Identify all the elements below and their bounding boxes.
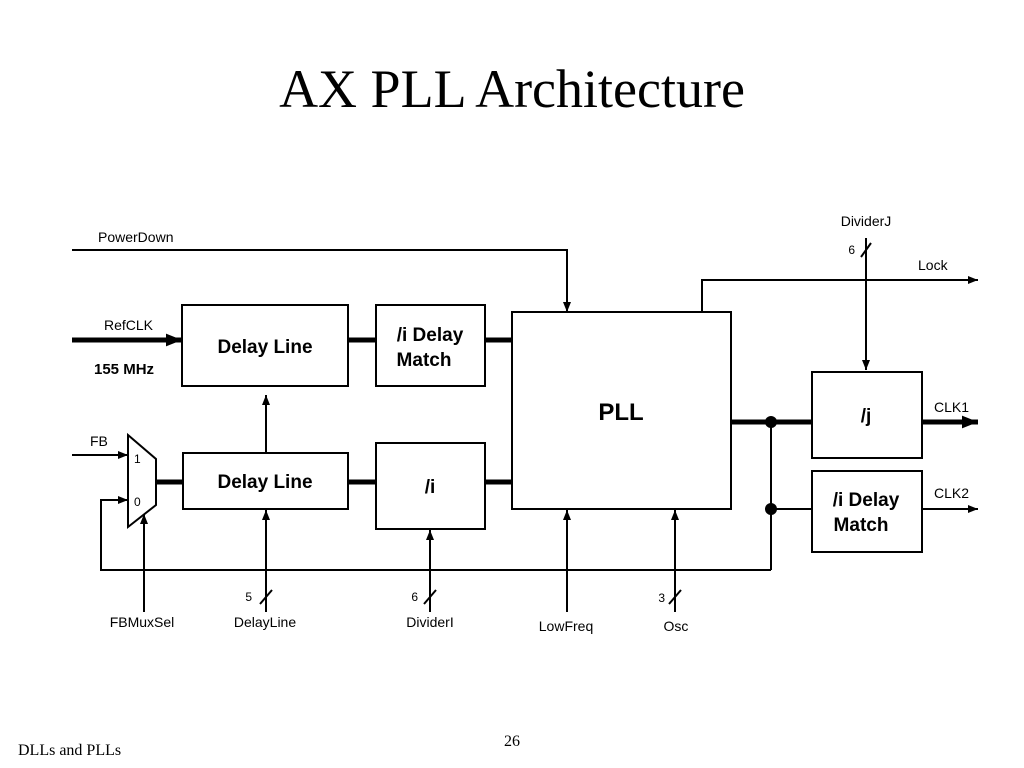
i-delay-match-bottom-label-line2: Match — [834, 515, 889, 536]
fb-mux — [127, 432, 157, 530]
div-j-block — [811, 371, 923, 459]
clk1-label: CLK1 — [934, 399, 969, 415]
i-delay-match-bottom-label-line1: /i Delay — [833, 490, 900, 511]
junction-dot-top — [765, 416, 777, 428]
pll-label: PLL — [598, 399, 643, 426]
divideri-label: DividerI — [406, 614, 453, 630]
bus-slash-divideri — [423, 589, 437, 605]
osc-width-label: 3 — [658, 591, 665, 605]
powerdown-label: PowerDown — [98, 229, 173, 245]
bus-slash-delayline — [259, 589, 273, 605]
powerdown-wire — [72, 249, 571, 312]
dividerj-label: DividerJ — [841, 213, 892, 229]
delayline-label: DelayLine — [234, 614, 296, 630]
delay-line-top-label: Delay Line — [217, 337, 312, 358]
fbmuxsel-label: FBMuxSel — [110, 614, 175, 630]
dividerj-width-label: 6 — [848, 243, 855, 257]
delay-line-bottom-label: Delay Line — [217, 472, 312, 493]
mux-input-1-label: 1 — [134, 452, 141, 466]
refclk-label: RefCLK — [104, 317, 154, 333]
lowfreq-label: LowFreq — [539, 618, 593, 634]
div-i-label: /i — [425, 477, 436, 498]
pll-block — [511, 311, 732, 510]
bus-slash-dividerj — [860, 242, 872, 258]
footer-left-text: DLLs and PLLs — [18, 742, 122, 759]
bus-slash-osc — [668, 589, 682, 605]
delayline-width-label: 5 — [245, 590, 252, 604]
fb-label: FB — [90, 433, 108, 449]
lock-label: Lock — [918, 257, 949, 273]
osc-label: Osc — [664, 618, 689, 634]
div-j-label: /j — [861, 406, 872, 427]
lock-wire — [701, 276, 978, 312]
div-i-block — [375, 442, 486, 530]
i-delay-match-top-block — [375, 304, 486, 387]
i-delay-match-bottom-block — [811, 470, 923, 553]
feedback-loop-wire — [100, 496, 771, 571]
refclk-frequency-label: 155 MHz — [94, 361, 154, 378]
i-delay-match-top-label-line2: Match — [397, 350, 452, 371]
junction-dot-bottom — [765, 503, 777, 515]
clk2-label: CLK2 — [934, 485, 969, 501]
delay-line-bottom-block — [182, 452, 349, 510]
mux-input-0-label: 0 — [134, 495, 141, 509]
i-delay-match-top-label-line1: /i Delay — [397, 325, 464, 346]
slide-title: AX PLL Architecture — [279, 59, 745, 119]
delay-line-top-block — [181, 304, 349, 387]
page-number: 26 — [504, 733, 520, 750]
divideri-width-label: 6 — [411, 590, 418, 604]
